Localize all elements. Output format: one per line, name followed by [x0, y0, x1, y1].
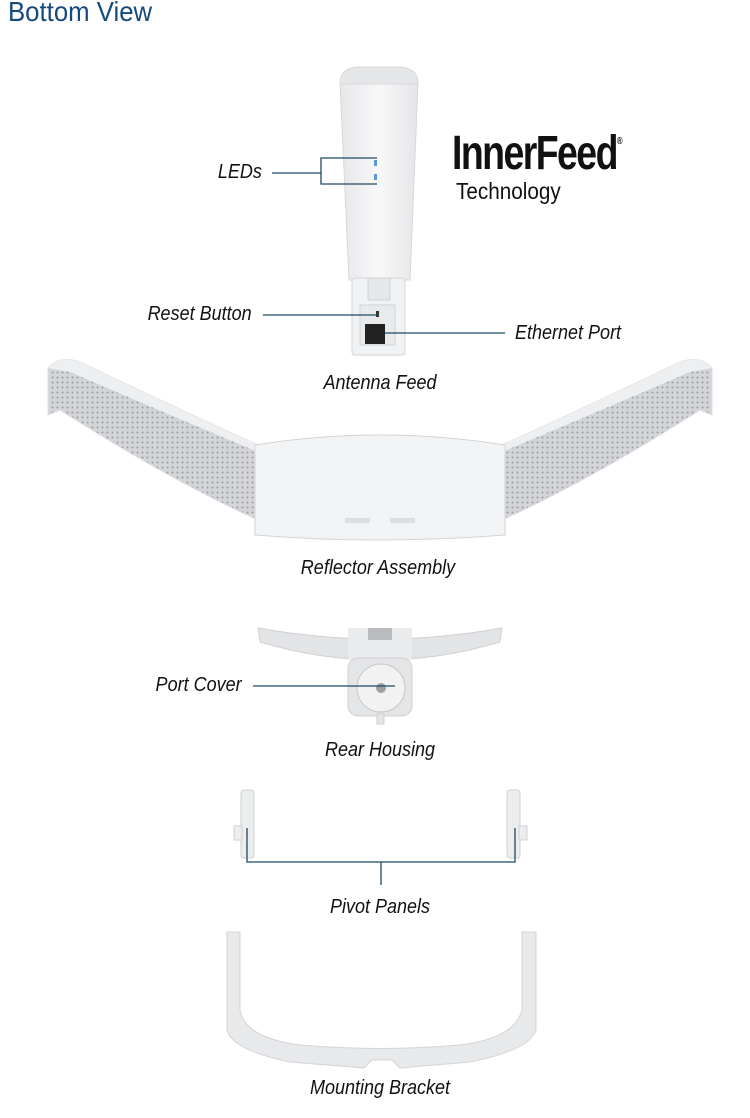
label-pivot-panels: Pivot Panels — [329, 896, 431, 918]
logo-name: InnerFeed — [452, 127, 618, 180]
led-icon — [374, 174, 377, 180]
reflector-assembly — [47, 359, 713, 541]
label-antenna-feed: Antenna Feed — [323, 372, 437, 394]
page-title: Bottom View — [8, 0, 153, 27]
label-reflector-assembly: Reflector Assembly — [300, 557, 456, 579]
reset-button-icon — [376, 311, 379, 317]
ethernet-port-icon — [365, 324, 385, 344]
label-ethernet-port: Ethernet Port — [515, 322, 622, 344]
mounting-bracket — [226, 931, 537, 1069]
logo-subtitle: Technology — [456, 178, 561, 204]
label-mounting-bracket: Mounting Bracket — [309, 1077, 451, 1099]
pivot-panels — [233, 789, 528, 859]
innerfeed-logo: InnerFeed® — [452, 126, 623, 181]
label-leds: LEDs — [217, 161, 262, 183]
registered-mark: ® — [616, 136, 623, 147]
label-rear-housing: Rear Housing — [324, 739, 436, 761]
label-port-cover: Port Cover — [155, 674, 242, 696]
antenna-cap — [339, 66, 419, 85]
callout-lines — [246, 157, 516, 885]
rear-housing — [257, 627, 503, 725]
label-reset-button: Reset Button — [147, 303, 252, 325]
antenna-feed — [339, 66, 419, 356]
led-icon — [374, 160, 377, 166]
